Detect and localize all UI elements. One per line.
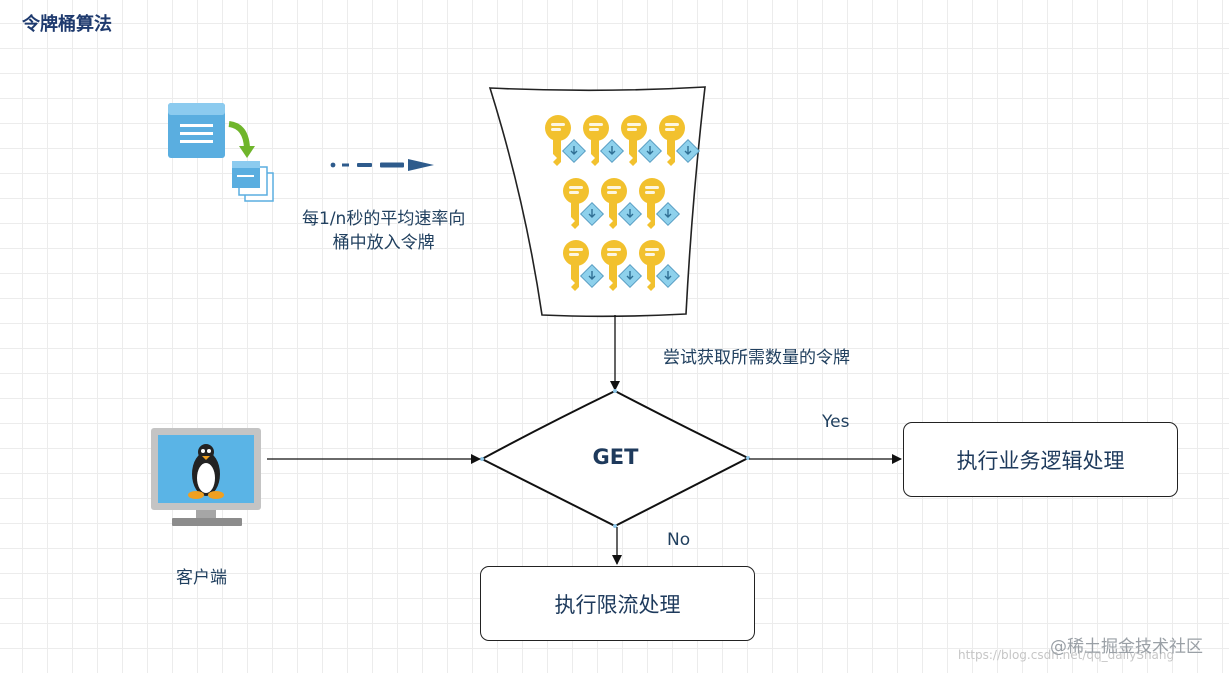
watermark-url: https://blog.csdn.net/qq_dailyShang (958, 648, 1175, 662)
client-label: 客户端 (176, 568, 227, 588)
execute-rate-limit-box: 执行限流处理 (480, 566, 755, 641)
no-label: No (667, 530, 691, 550)
token-refill-arrow (330, 159, 434, 171)
diagram-title: 令牌桶算法 (22, 14, 112, 35)
watermark-logo: @稀土掘金技术社区 (1050, 637, 1203, 657)
yes-label: Yes (822, 412, 850, 432)
document-transfer-icon (168, 103, 274, 202)
refill-rate-label: 每1/n秒的平均速率向 桶中放入令牌 (302, 207, 465, 255)
refill-rate-line1: 每1/n秒的平均速率向 (302, 209, 466, 229)
linux-monitor-icon (151, 428, 261, 526)
execute-business-logic-box: 执行业务逻辑处理 (903, 422, 1178, 497)
refill-rate-line2: 桶中放入令牌 (332, 233, 435, 253)
acquire-token-label: 尝试获取所需数量的令牌 (663, 348, 850, 368)
decision-label: GET (592, 445, 639, 469)
